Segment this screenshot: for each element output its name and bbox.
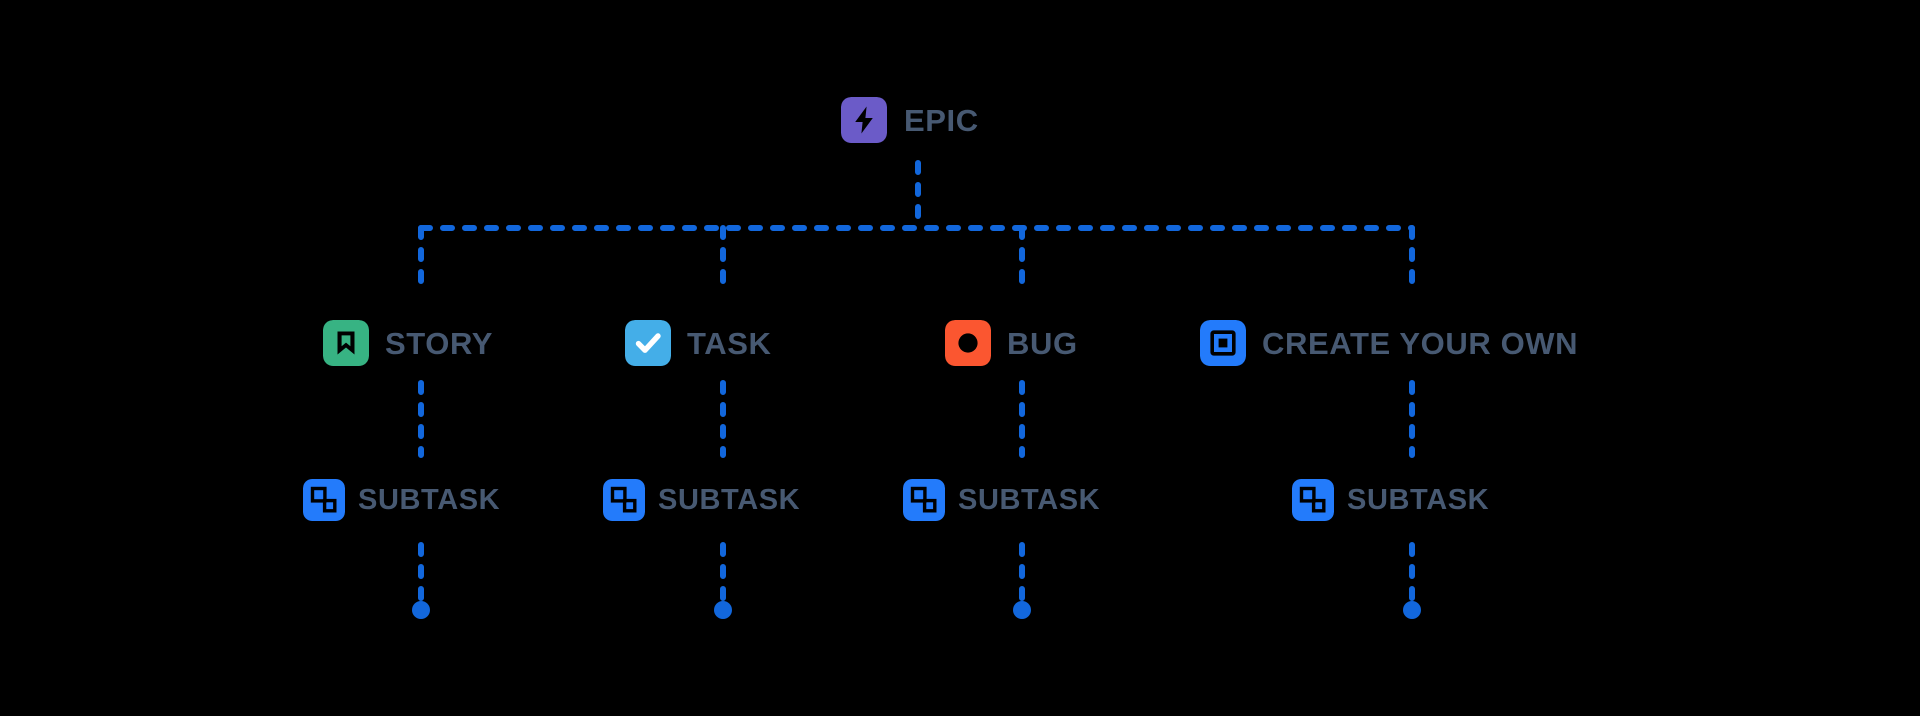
nested-square-icon xyxy=(1200,320,1246,366)
subtask-icon xyxy=(903,479,945,521)
node-label: SUBTASK xyxy=(1347,483,1490,516)
check-icon xyxy=(625,320,671,366)
subtask-icon xyxy=(303,479,345,521)
terminal-dot xyxy=(412,601,430,619)
lightning-bolt-icon xyxy=(841,97,887,143)
node-label: EPIC xyxy=(904,102,979,138)
node-epic[interactable]: EPIC xyxy=(841,97,979,143)
bookmark-icon xyxy=(323,320,369,366)
node-label: STORY xyxy=(385,325,494,361)
subtask-icon xyxy=(603,479,645,521)
bug-circle-icon xyxy=(945,320,991,366)
node-label: SUBTASK xyxy=(958,483,1101,516)
node-subtask-4[interactable]: SUBTASK xyxy=(1292,479,1489,521)
subtask-icon xyxy=(1292,479,1334,521)
terminal-dot xyxy=(714,601,732,619)
node-label: SUBTASK xyxy=(658,483,801,516)
node-bug[interactable]: BUG xyxy=(945,320,1078,366)
node-label: CREATE YOUR OWN xyxy=(1262,325,1579,361)
node-subtask-2[interactable]: SUBTASK xyxy=(603,479,800,521)
terminal-dot xyxy=(1403,601,1421,619)
node-subtask-3[interactable]: SUBTASK xyxy=(903,479,1100,521)
node-subtask-1[interactable]: SUBTASK xyxy=(303,479,500,521)
terminal-dot xyxy=(1013,601,1031,619)
node-label: BUG xyxy=(1007,325,1078,361)
node-label: SUBTASK xyxy=(358,483,501,516)
node-create-your-own[interactable]: CREATE YOUR OWN xyxy=(1200,320,1578,366)
node-story[interactable]: STORY xyxy=(323,320,493,366)
node-label: TASK xyxy=(687,325,772,361)
node-task[interactable]: TASK xyxy=(625,320,772,366)
